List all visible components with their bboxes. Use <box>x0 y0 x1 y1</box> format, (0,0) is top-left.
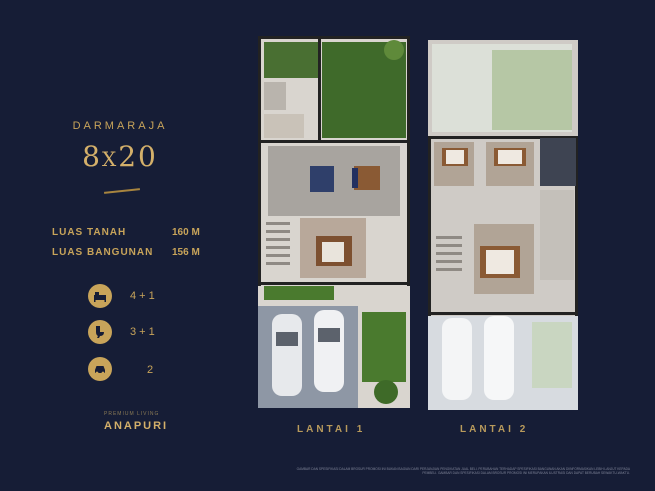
land-area-value: 160 M <box>172 227 200 238</box>
bed-icon <box>88 284 112 308</box>
sofa <box>354 166 380 190</box>
land-area-label: LUAS TANAH <box>52 227 127 238</box>
lot-size-separator: X <box>101 147 119 171</box>
bathroom-count: 3 + 1 <box>130 326 155 338</box>
car-1 <box>272 314 302 396</box>
lot-width: 8 <box>82 140 102 173</box>
logo-tagline: PREMIUM LIVING <box>104 411 160 417</box>
floor-1-plan <box>258 36 410 408</box>
floor-2-label: LANTAI 2 <box>460 424 529 435</box>
building-area-value: 156 M <box>172 247 200 258</box>
bedroom-count: 4 + 1 <box>130 290 155 302</box>
front-garden <box>362 312 406 382</box>
car-icon <box>88 357 112 381</box>
roof-tiles <box>540 138 576 186</box>
floor-2-plan <box>428 40 578 410</box>
disclaimer: GAMBAR DAN SPESIFIKASI DALAM BROSUR PROM… <box>296 467 630 475</box>
car-2 <box>314 310 344 392</box>
lot-length: 20 <box>118 140 158 173</box>
carport-count: 2 <box>147 364 154 376</box>
divider <box>103 188 141 194</box>
floor-1-label: LANTAI 1 <box>297 424 366 435</box>
lot-size: 8X20 <box>0 140 240 173</box>
toilet-icon <box>88 320 112 344</box>
info-panel: DARMARAJA 8X20 LUAS TANAH 160 M LUAS BAN… <box>0 0 240 491</box>
dining-table <box>310 166 334 192</box>
developer-logo: ANAPURI <box>104 420 169 432</box>
house-type-name: DARMARAJA <box>72 120 168 132</box>
building-area-label: LUAS BANGUNAN <box>52 247 154 258</box>
